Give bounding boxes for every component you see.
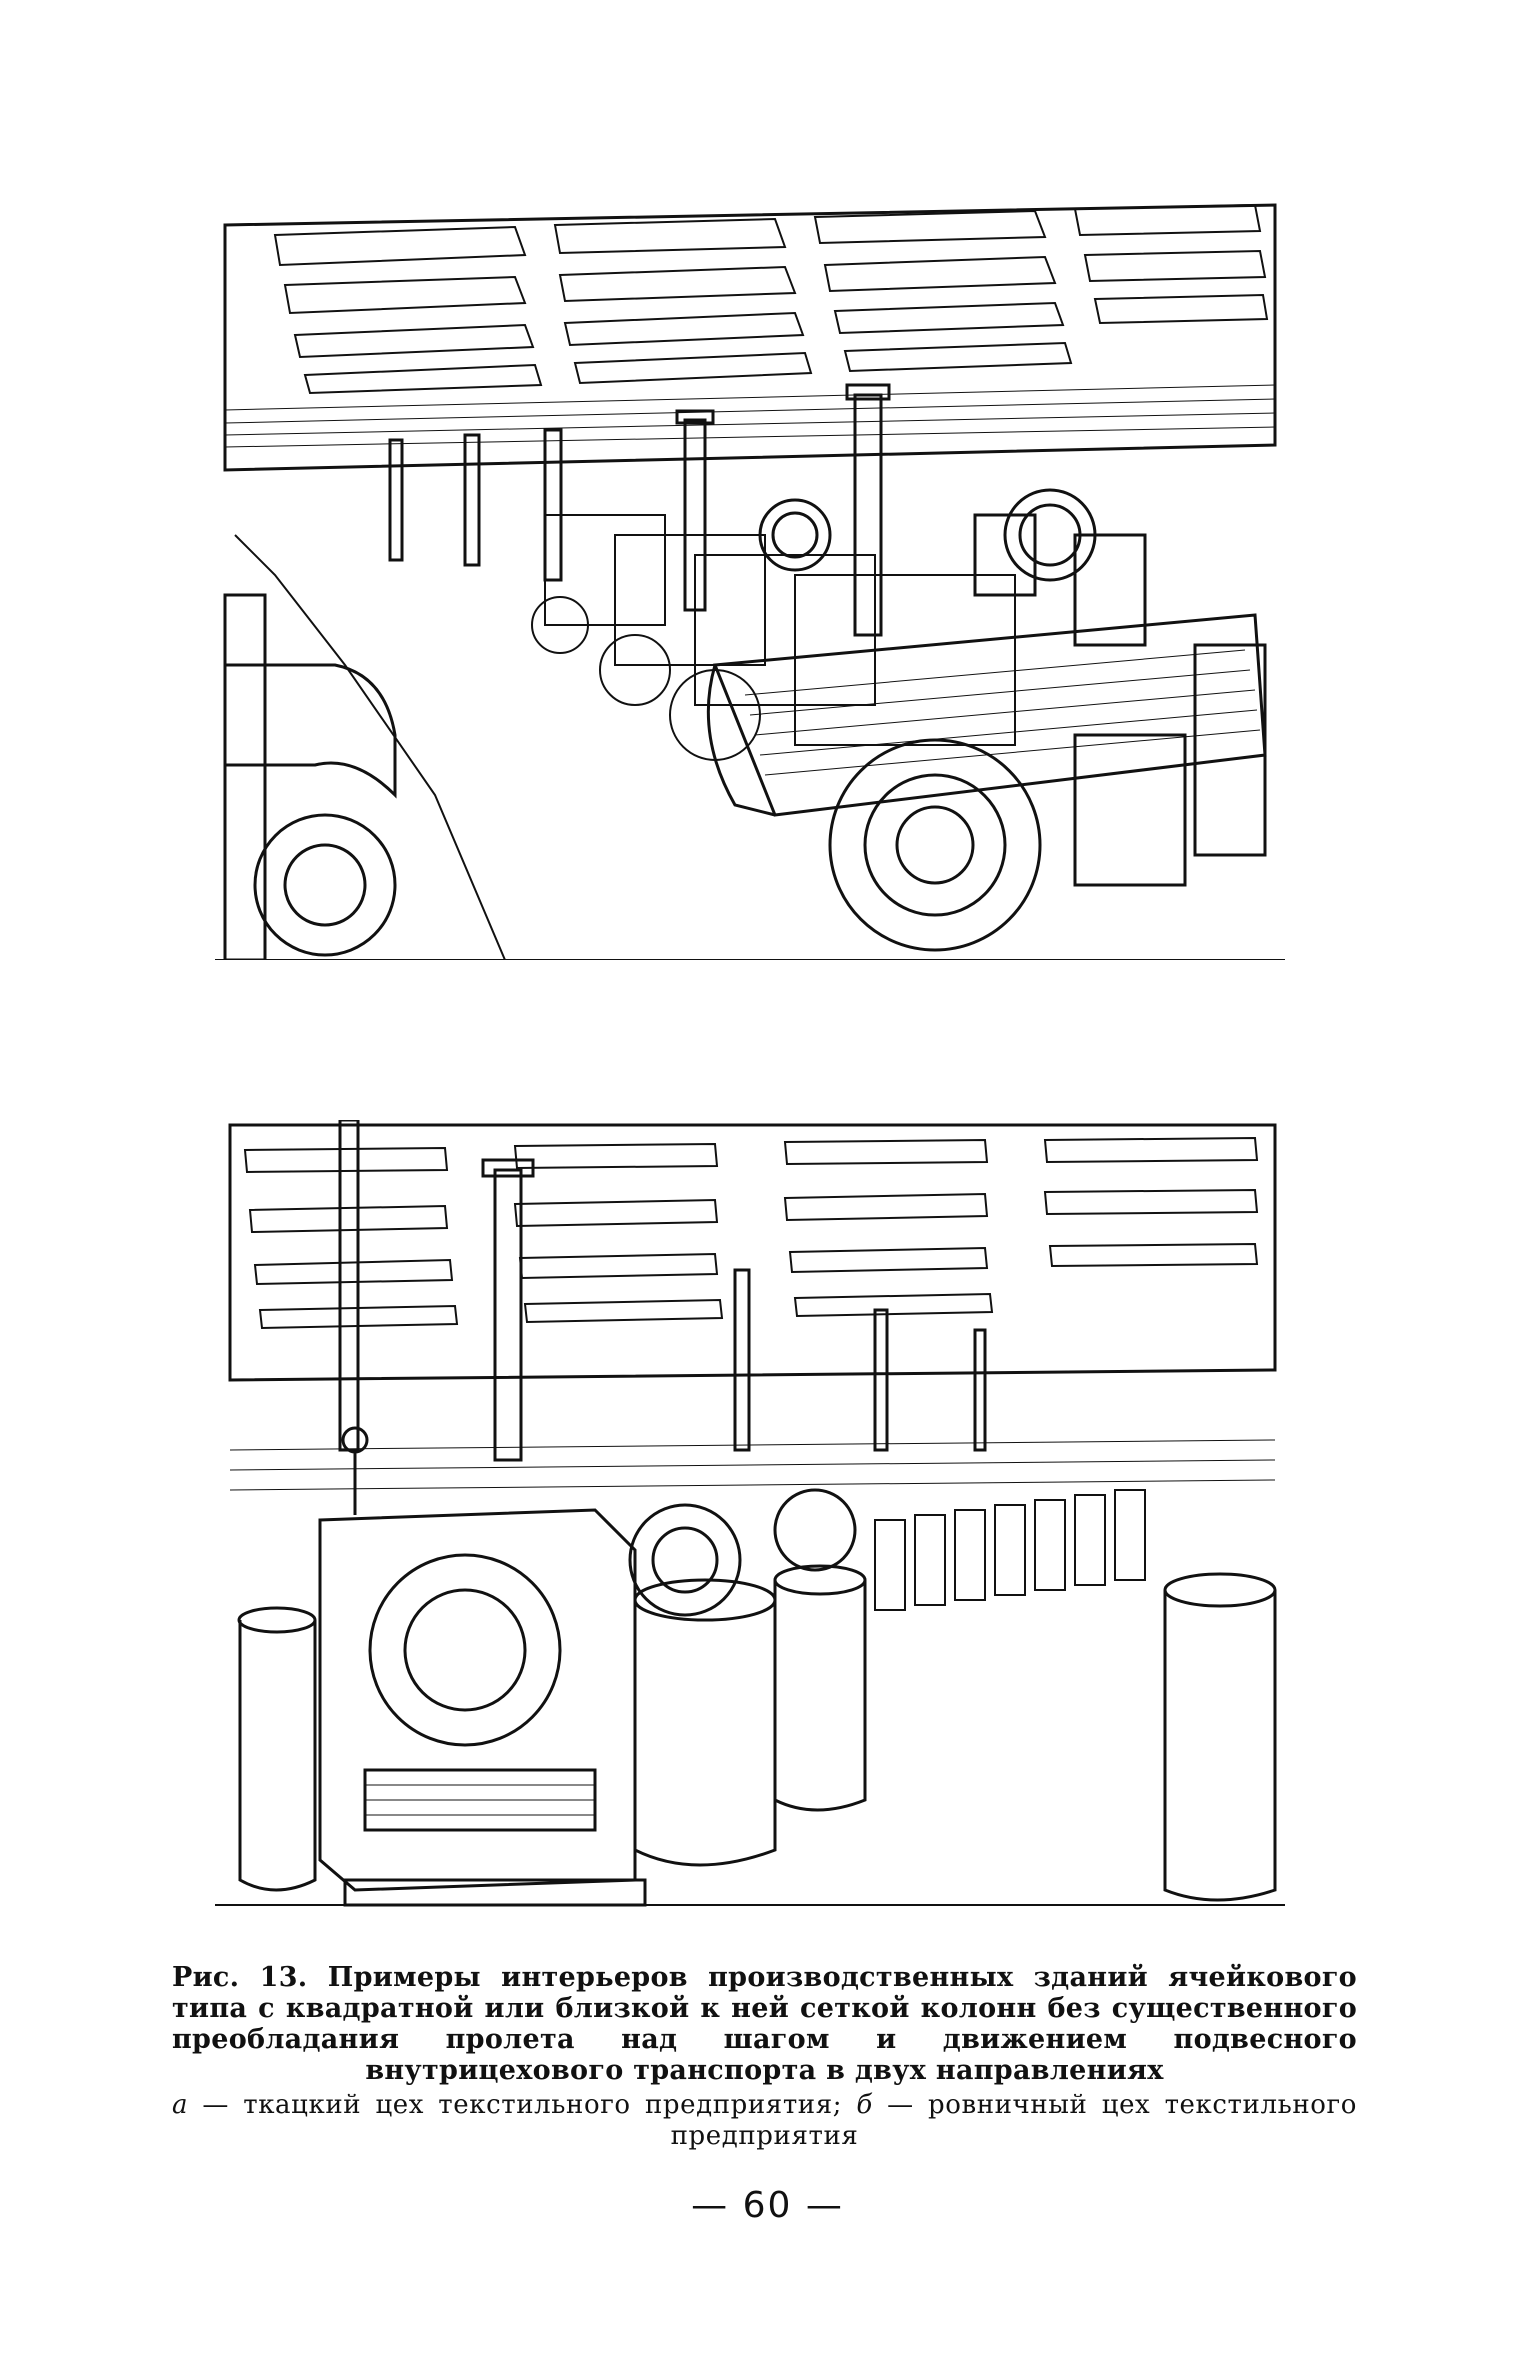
caption-desc-b: — ровничный цех текстильного предприятия — [670, 2090, 1357, 2151]
caption-title: Рис. 13. Примеры интерьеров производстве… — [172, 1962, 1357, 2086]
caption-title-text: Примеры интерьеров производственных здан… — [172, 1962, 1357, 2086]
caption-label: Рис. 13. — [172, 1962, 308, 1993]
caption-key-b: б — [856, 2090, 873, 2120]
roving-hall-illustration — [215, 1120, 1285, 1907]
page-number: — 60 — — [691, 2185, 844, 2226]
caption-description: а — ткацкий цех текстильного предприятия… — [172, 2090, 1357, 2152]
caption-desc-a: — ткацкий цех текстильного предприятия; — [188, 2090, 857, 2120]
figure-b-roving-hall — [215, 1120, 1285, 1910]
figure-a-weaving-hall — [215, 195, 1285, 960]
figure-caption: Рис. 13. Примеры интерьеров производстве… — [172, 1962, 1357, 2152]
weaving-hall-illustration — [215, 203, 1285, 960]
caption-key-a: а — [172, 2090, 189, 2120]
